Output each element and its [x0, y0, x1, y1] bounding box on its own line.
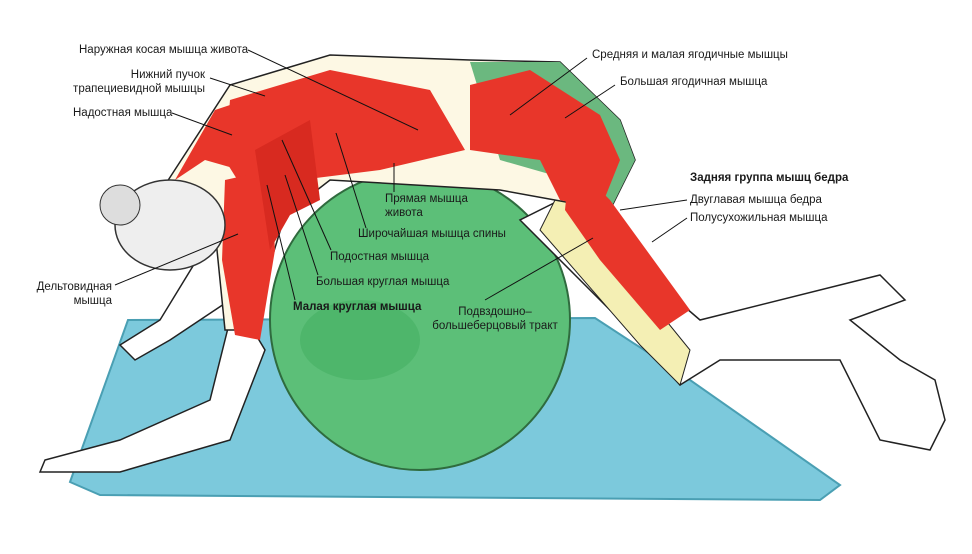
- label-lower-trapezius-line1: Нижний пучок: [130, 69, 205, 81]
- label-teres-minor: Малая круглая мышца: [293, 301, 422, 313]
- head: [114, 179, 226, 271]
- label-iliotibial-line1: Подвздошно–: [458, 306, 532, 318]
- label-deltoid-line2: мышца: [73, 295, 112, 307]
- label-external-oblique: Наружная косая мышца живота: [79, 44, 249, 56]
- label-infraspinatus: Подостная мышца: [330, 251, 430, 263]
- label-gluteus-maximus: Большая ягодичная мышца: [620, 76, 768, 88]
- label-iliotibial-line2: большеберцовый тракт: [432, 320, 558, 332]
- label-deltoid-line1: Дельтовидная: [36, 281, 112, 293]
- label-semitendinosus: Полусухожильная мышца: [690, 212, 828, 224]
- label-supraspinatus: Надостная мышца: [73, 107, 173, 119]
- muscles: [175, 70, 690, 340]
- label-latissimus-dorsi: Широчайшая мышца спины: [358, 228, 506, 240]
- label-iliotibial-tract: Подвздошно– большеберцовый тракт: [430, 305, 560, 333]
- label-lower-trapezius: Нижний пучок трапециевидной мышцы: [60, 68, 205, 96]
- label-teres-major: Большая круглая мышца: [316, 276, 450, 288]
- label-hamstrings-group: Задняя группа мышц бедра: [690, 172, 849, 184]
- label-biceps-femoris: Двуглавая мышца бедра: [690, 194, 822, 206]
- leader-lines: [114, 49, 688, 301]
- label-rectus-abdominis: Прямая мышца живота: [385, 192, 468, 220]
- label-lower-trapezius-line2: трапециевидной мышцы: [73, 83, 205, 95]
- label-rectus-line2: живота: [385, 207, 423, 219]
- label-rectus-line1: Прямая мышца: [385, 193, 468, 205]
- label-gluteus-medius-minimus: Средняя и малая ягодичные мышцы: [592, 49, 788, 61]
- label-deltoid: Дельтовидная мышца: [20, 280, 112, 308]
